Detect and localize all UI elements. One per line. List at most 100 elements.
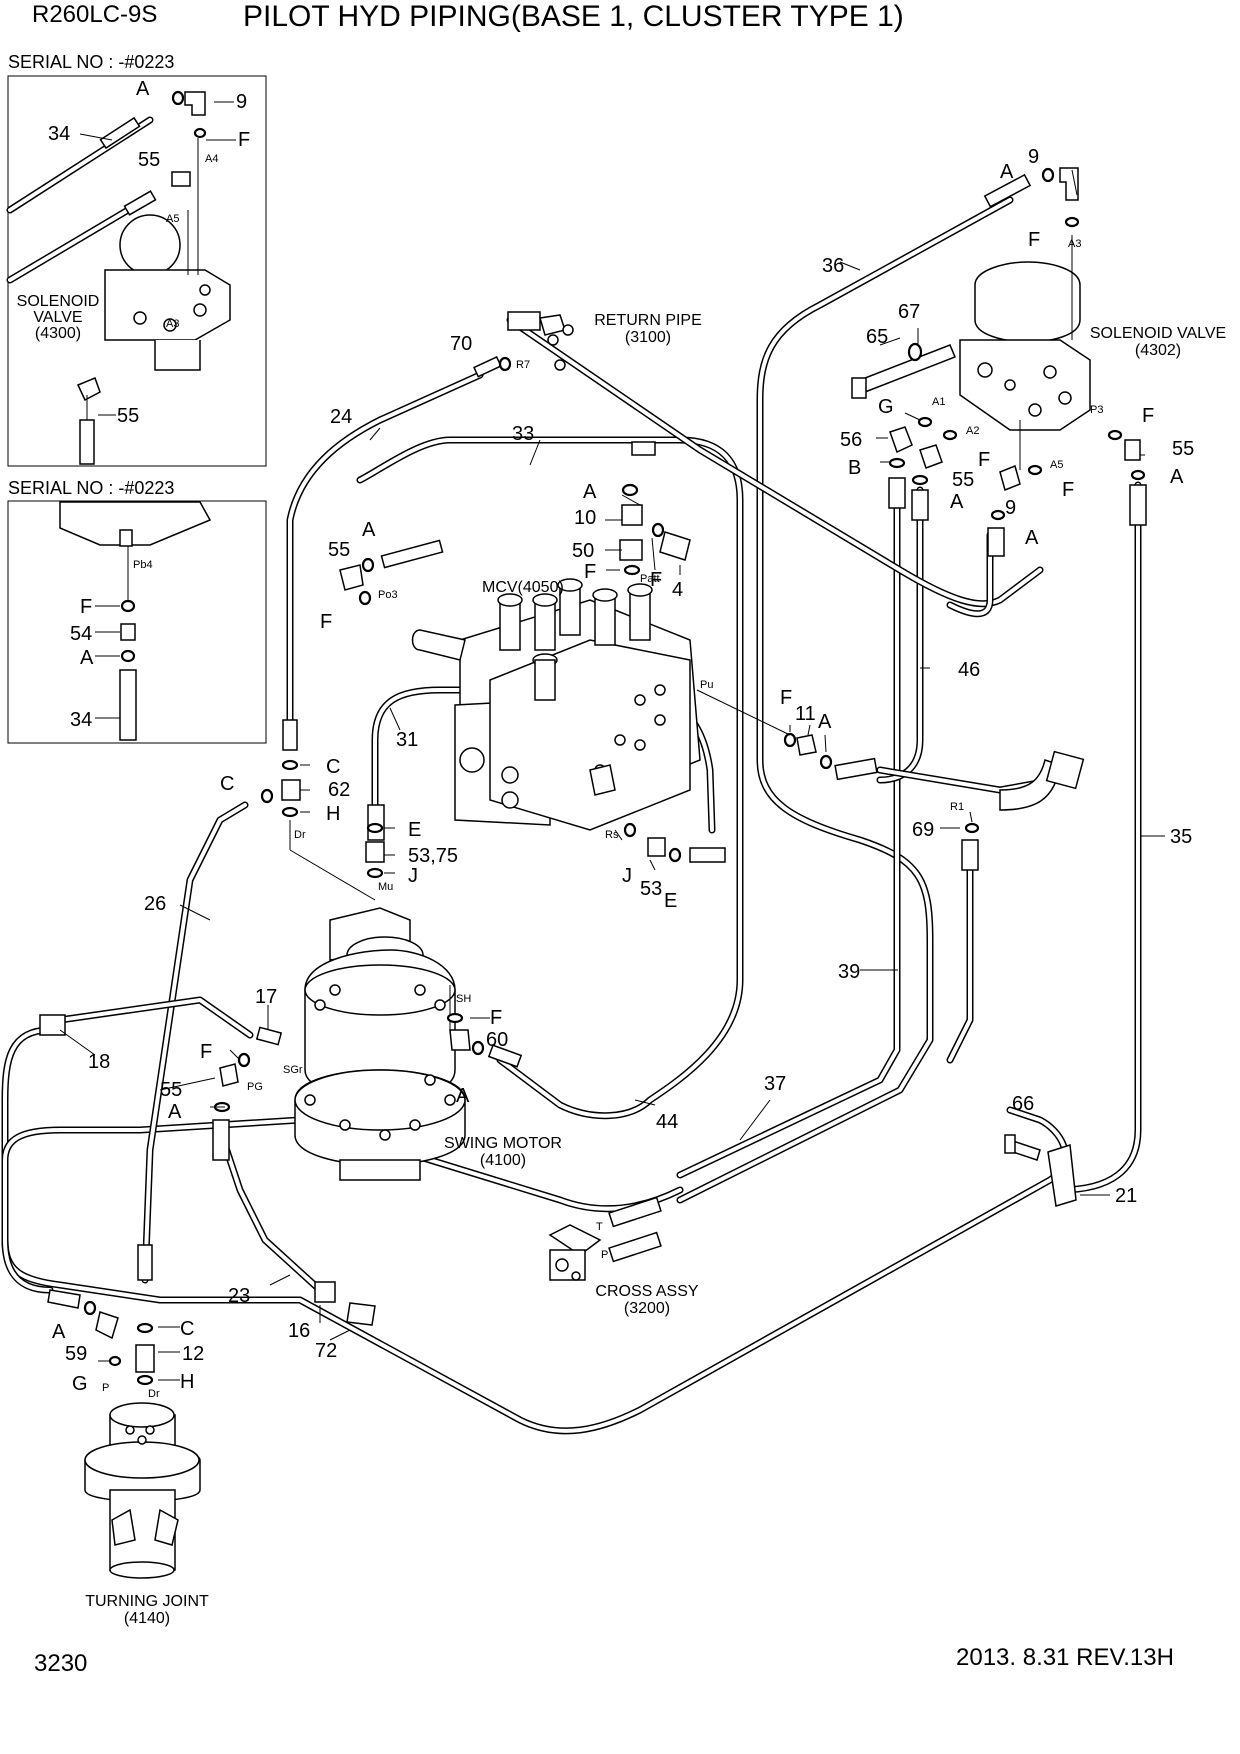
callout-F-A2: F: [978, 449, 990, 471]
adapter-11: [796, 734, 817, 756]
callout-33: 33: [512, 423, 534, 445]
cross-assy-3200: [548, 1196, 662, 1281]
inset-top-component-code: (4300): [35, 325, 81, 342]
callout-9-top: 9: [1028, 146, 1039, 168]
callout-F-50: F: [584, 561, 596, 583]
inset-bottom-port-Pb4: Pb4: [133, 559, 153, 571]
mcv-name: MCV(4050): [482, 579, 564, 596]
cross-assy-code: (3200): [624, 1300, 670, 1317]
callout-A-lower: A: [1025, 527, 1039, 549]
hose-24: [286, 371, 484, 724]
inset-top-label-55a: 55: [138, 149, 160, 171]
callout-39: 39: [838, 961, 860, 983]
callout-55-mid: 55: [952, 469, 974, 491]
callout-35: 35: [1170, 826, 1192, 848]
callout-37: 37: [764, 1073, 786, 1095]
callout-E: E: [408, 819, 421, 841]
bracket-21: [1047, 1144, 1077, 1207]
solenoid-valve-4302: [959, 235, 1091, 470]
port-P-turning-joint: P: [102, 1382, 109, 1394]
callout-4: 4: [672, 579, 683, 601]
inset-bottom-frame: [7, 500, 267, 744]
callout-A-10: A: [583, 481, 597, 503]
page-title: PILOT HYD PIPING(BASE 1, CLUSTER TYPE 1): [243, 0, 904, 33]
callout-70: 70: [450, 333, 472, 355]
inset-top-serial: SERIAL NO : -#0223: [8, 52, 174, 72]
callout-46: 46: [958, 659, 980, 681]
callout-H-12: H: [180, 1371, 194, 1393]
port-Dr: Dr: [294, 829, 306, 841]
page-number: 3230: [34, 1650, 87, 1677]
hose-23: [216, 1126, 324, 1294]
callout-A-right: A: [1170, 466, 1184, 488]
turning-joint-name: TURNING JOINT: [85, 1593, 209, 1610]
callout-F-PG: F: [200, 1041, 212, 1063]
port-Po3: Po3: [378, 589, 398, 601]
callout-A-59: A: [52, 1321, 66, 1343]
callout-66: 66: [1012, 1093, 1034, 1115]
callout-A-60: A: [456, 1085, 470, 1107]
cross-assy-name: CROSS ASSY: [595, 1283, 698, 1300]
inset-bottom-label-34: 34: [70, 709, 92, 731]
pressure-switch-4: [659, 531, 691, 561]
callout-F-4: F: [650, 569, 662, 591]
callout-60: 60: [486, 1029, 508, 1051]
inset-top: SERIAL NO : -#0223 A 9 F 34 55 55: [6, 52, 267, 467]
solenoid-accumulator: [974, 261, 1081, 343]
callout-C-12: C: [180, 1318, 194, 1340]
callout-67: 67: [898, 301, 920, 323]
inset-top-port-A3: A3: [166, 318, 179, 330]
tee-fitting-62: [281, 779, 301, 801]
port-P: P: [601, 1249, 608, 1261]
callout-12: 12: [182, 1343, 204, 1365]
callout-A-pg: A: [168, 1101, 182, 1123]
inset-top-port-A4: A4: [205, 153, 218, 165]
return-pipe-assembly: [473, 311, 574, 378]
port-A5: A5: [1050, 459, 1063, 471]
callout-55-right: 55: [1172, 438, 1194, 460]
swing-motor-4100: [294, 907, 466, 1181]
callout-A-11: A: [818, 711, 832, 733]
callout-55-mcv: 55: [328, 539, 350, 561]
callout-G-A1: G: [878, 396, 894, 418]
inset-bottom-block: [59, 501, 212, 546]
date-revision: 2013. 8.31 REV.13H: [956, 1644, 1174, 1671]
swing-motor-name: SWING MOTOR: [444, 1135, 562, 1152]
callout-59: 59: [65, 1343, 87, 1365]
callout-E-53: E: [664, 890, 677, 912]
turning-joint-4140: [84, 1244, 201, 1579]
turning-joint-code: (4140): [124, 1610, 170, 1627]
callout-10: 10: [574, 507, 596, 529]
callout-53: 53: [640, 878, 662, 900]
callout-A-55: A: [362, 519, 376, 541]
port-A2: A2: [966, 425, 979, 437]
return-pipe-name: RETURN PIPE: [594, 312, 702, 329]
port-A3: A3: [1068, 238, 1081, 250]
callout-21: 21: [1115, 1185, 1137, 1207]
callout-56: 56: [840, 429, 862, 451]
callout-16: 16: [288, 1320, 310, 1342]
port-T: T: [596, 1221, 603, 1233]
callout-C-62: C: [326, 756, 340, 778]
port-R1: R1: [950, 801, 964, 813]
adapter-17: [255, 1026, 283, 1046]
callout-50: 50: [572, 540, 594, 562]
callout-F-Po3: F: [320, 611, 332, 633]
callout-36: 36: [822, 255, 844, 277]
bolt-65: [859, 344, 956, 393]
callout-44: 44: [656, 1111, 678, 1133]
callout-53-75: 53,75: [408, 845, 458, 867]
callout-B: B: [848, 457, 861, 479]
elbow-fitting-55: [219, 1063, 239, 1087]
port-Mu: Mu: [378, 881, 393, 893]
inset-bottom: SERIAL NO : -#0223 Pb4 F 54 A 34: [7, 478, 267, 744]
callout-26: 26: [144, 893, 166, 915]
solenoid-block: [959, 339, 1091, 431]
mcv-solenoid-cartridge: [411, 629, 466, 661]
callout-69: 69: [912, 819, 934, 841]
callout-H-62: H: [326, 803, 340, 825]
inset-bottom-label-A: A: [80, 647, 94, 669]
inset-bottom-label-F: F: [80, 596, 92, 618]
port-Patt: Patt: [640, 573, 660, 585]
